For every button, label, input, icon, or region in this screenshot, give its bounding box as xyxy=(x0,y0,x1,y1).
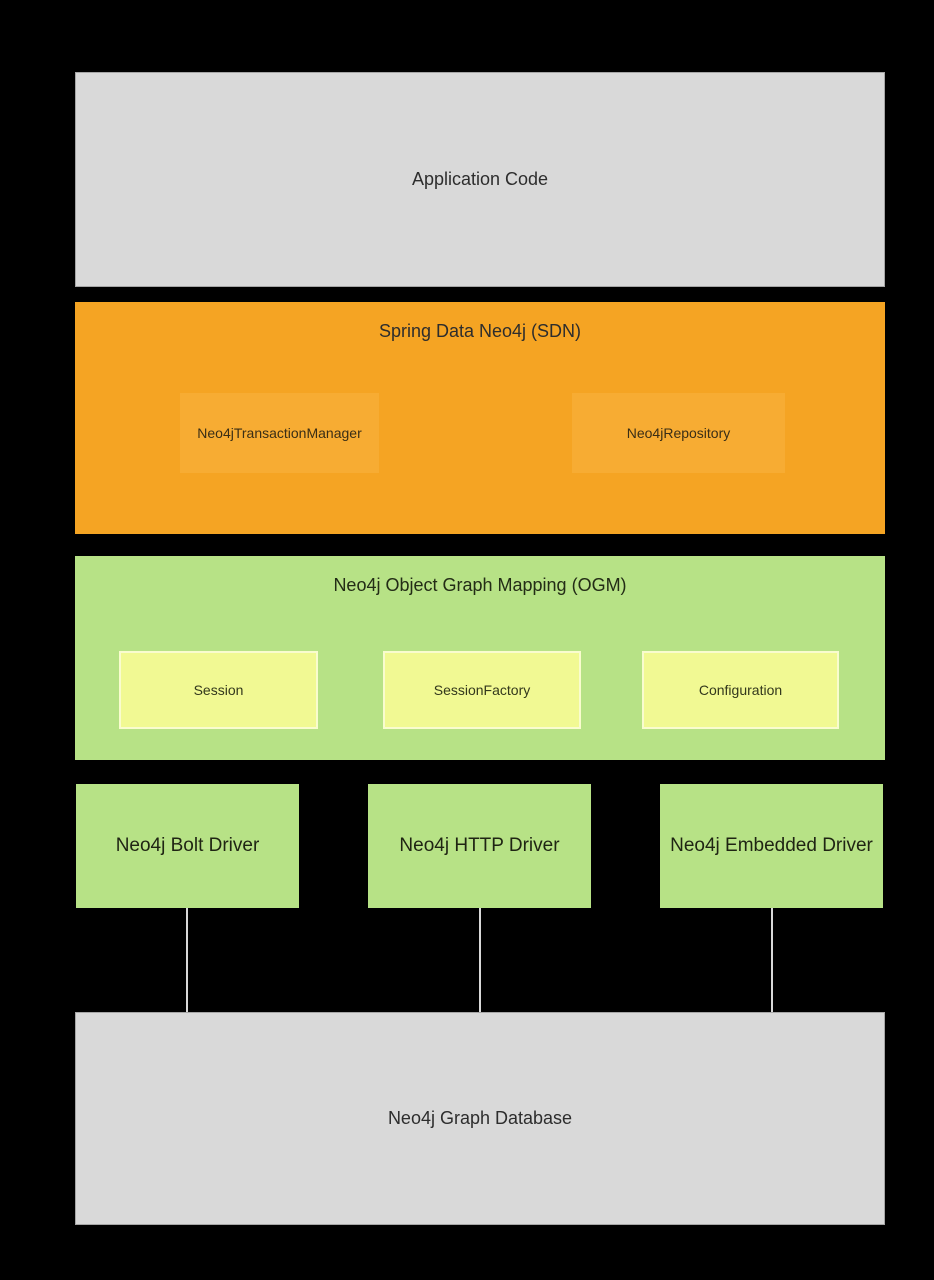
neo4j-transaction-manager-box: Neo4jTransactionManager xyxy=(180,393,379,473)
http-driver-to-database-connector xyxy=(479,908,481,1012)
neo4j-repository-box: Neo4jRepository xyxy=(572,393,785,473)
neo4j-repository-label: Neo4jRepository xyxy=(626,425,731,441)
sdn-layer-box: Spring Data Neo4j (SDN) Neo4jTransaction… xyxy=(75,302,885,534)
embedded-driver-label: Neo4j Embedded Driver xyxy=(670,835,873,856)
embedded-driver-to-database-connector xyxy=(771,908,773,1012)
session-label: Session xyxy=(193,682,244,698)
configuration-box: Configuration xyxy=(642,651,839,729)
session-box: Session xyxy=(119,651,318,729)
session-factory-label: SessionFactory xyxy=(433,682,531,698)
application-code-box: Application Code xyxy=(75,72,885,287)
session-factory-box: SessionFactory xyxy=(383,651,581,729)
ogm-layer-title: Neo4j Object Graph Mapping (OGM) xyxy=(333,575,627,595)
neo4j-transaction-manager-label: Neo4jTransactionManager xyxy=(197,425,362,441)
graph-database-label: Neo4j Graph Database xyxy=(387,1108,573,1128)
bolt-driver-label: Neo4j Bolt Driver xyxy=(115,835,260,856)
embedded-driver-box: Neo4j Embedded Driver xyxy=(660,784,883,908)
application-code-label: Application Code xyxy=(411,169,549,189)
sdn-layer-title: Spring Data Neo4j (SDN) xyxy=(378,321,582,341)
ogm-layer-box: Neo4j Object Graph Mapping (OGM) Session… xyxy=(75,556,885,760)
bolt-driver-box: Neo4j Bolt Driver xyxy=(76,784,299,908)
graph-database-box: Neo4j Graph Database xyxy=(75,1012,885,1225)
bolt-driver-to-database-connector xyxy=(186,908,188,1012)
http-driver-box: Neo4j HTTP Driver xyxy=(368,784,591,908)
http-driver-label: Neo4j HTTP Driver xyxy=(399,835,560,856)
configuration-label: Configuration xyxy=(698,682,783,698)
